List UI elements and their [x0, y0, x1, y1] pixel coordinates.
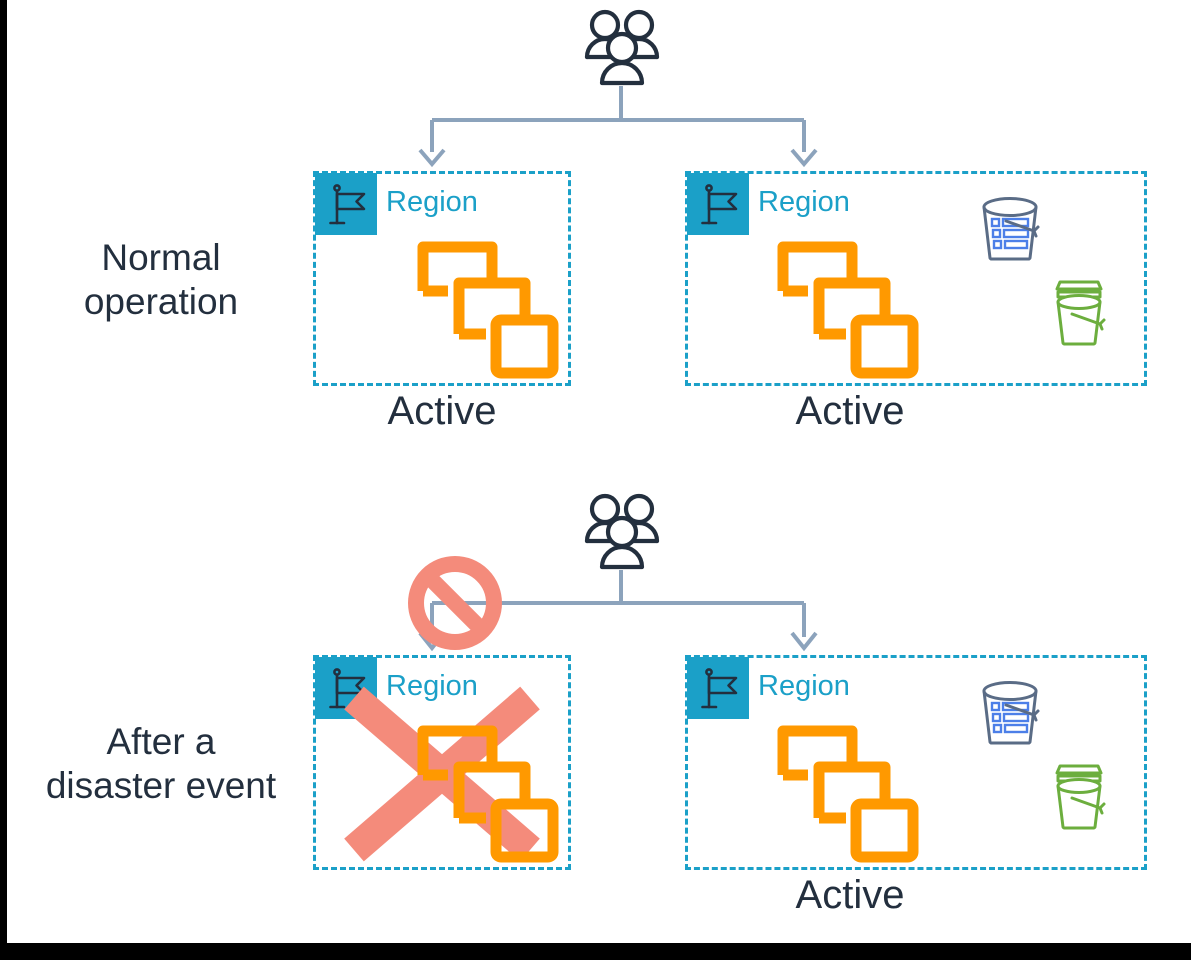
region-flag-chip	[687, 657, 749, 719]
row-label-after-disaster: After a disaster event	[45, 721, 277, 806]
database-bucket-icon	[972, 192, 1048, 268]
prohibition-icon	[407, 555, 503, 651]
users-icon	[581, 492, 663, 572]
region-flag-chip	[687, 173, 749, 235]
region-flag-chip	[315, 173, 377, 235]
region-title-normal-right: Region	[758, 186, 850, 218]
flag-icon	[328, 183, 372, 229]
diagram-canvas: Normal operation Region	[7, 0, 1191, 943]
status-caption-normal-left: Active	[387, 389, 497, 433]
region-box-normal-right: Region	[685, 171, 1147, 386]
arrowhead-normal-left	[418, 148, 446, 168]
region-title-normal-left: Region	[386, 186, 478, 218]
arrowhead-disaster-right	[790, 631, 818, 652]
flag-icon	[700, 667, 744, 713]
glacier-bucket-icon	[1048, 278, 1110, 348]
stacked-instances-icon	[412, 236, 564, 381]
flag-icon	[700, 183, 744, 229]
stacked-instances-icon	[412, 720, 564, 865]
glacier-bucket-icon	[1048, 762, 1110, 832]
stacked-instances-icon	[772, 236, 924, 381]
status-caption-normal-right: Active	[795, 389, 905, 433]
region-title-disaster-left: Region	[386, 670, 478, 702]
row-label-normal-operation: Normal operation	[83, 237, 239, 322]
users-icon	[581, 8, 663, 88]
region-title-disaster-right: Region	[758, 670, 850, 702]
region-box-disaster-left: Region	[313, 655, 571, 870]
stacked-instances-icon	[772, 720, 924, 865]
arrowhead-normal-right	[790, 148, 818, 168]
status-caption-disaster-right: Active	[795, 873, 905, 917]
region-box-disaster-right: Region	[685, 655, 1147, 870]
flag-icon	[328, 667, 372, 713]
database-bucket-icon	[972, 676, 1048, 752]
region-box-normal-left: Region	[313, 171, 571, 386]
